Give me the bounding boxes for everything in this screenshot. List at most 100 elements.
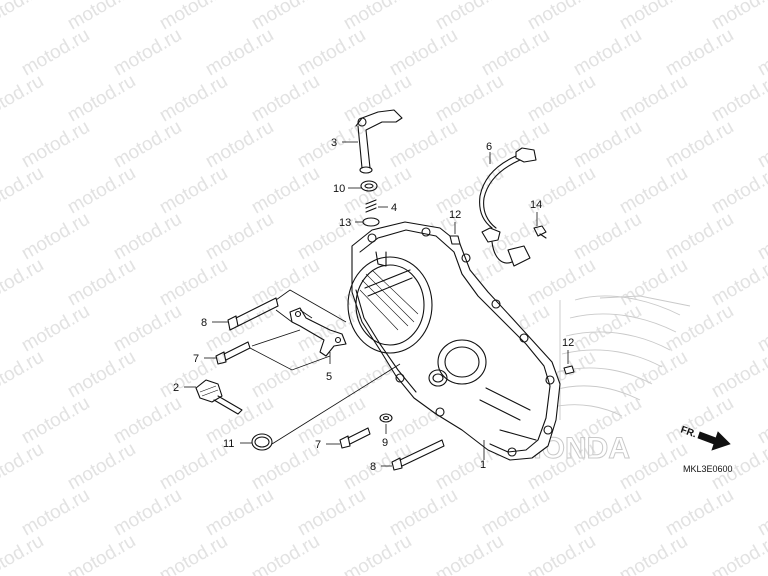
- sensor-wire-harness: [479, 147, 537, 267]
- watermark-text: motod.ru: [662, 117, 737, 173]
- watermark-text: motod.ru: [110, 117, 185, 173]
- watermark-text: motod.ru: [662, 485, 737, 541]
- watermark-text: motod.ru: [754, 117, 768, 173]
- oil-seal: [360, 180, 378, 192]
- watermark-text: motod.ru: [18, 301, 93, 357]
- dowel-pin-upper: [449, 235, 461, 245]
- watermark-text: motod.ru: [0, 439, 47, 495]
- watermark-text: motod.ru: [294, 25, 369, 81]
- callout-11: 11: [223, 438, 234, 450]
- callout-10: 10: [333, 183, 345, 195]
- watermark-text: motod.ru: [64, 71, 139, 127]
- watermark-text: motod.ru: [18, 117, 93, 173]
- watermark-text: motod.ru: [202, 485, 277, 541]
- right-crankcase-cover: [347, 221, 561, 461]
- watermark-text: motod.ru: [432, 163, 507, 219]
- watermark-text: motod.ru: [0, 255, 47, 311]
- watermark-text: motod.ru: [0, 71, 47, 127]
- flange-bolt-8-lower: [391, 439, 445, 471]
- watermark-text: motod.ru: [248, 255, 323, 311]
- watermark-text: motod.ru: [340, 163, 415, 219]
- watermark-text: motod.ru: [662, 25, 737, 81]
- callout-5: 5: [326, 371, 332, 383]
- watermark-text: motod.ru: [662, 209, 737, 265]
- watermark-text: motod.ru: [0, 117, 1, 173]
- watermark-text: motod.ru: [110, 393, 185, 449]
- watermark-text: motod.ru: [754, 25, 768, 81]
- callout-12-lower: 12: [562, 337, 574, 349]
- watermark-text: motod.ru: [386, 117, 461, 173]
- watermark-text: motod.ru: [248, 347, 323, 403]
- watermark-text: motod.ru: [708, 255, 768, 311]
- forward-direction-indicator: FR.: [679, 424, 731, 451]
- callout-1: 1: [480, 459, 486, 471]
- return-spring: [365, 199, 377, 213]
- oil-level-dipstick: [195, 379, 243, 415]
- watermark-text: motod.ru: [0, 301, 1, 357]
- watermark-text: motod.ru: [708, 0, 768, 34]
- watermark-text: motod.ru: [754, 209, 768, 265]
- watermark-text: motod.ru: [64, 163, 139, 219]
- watermark-text: motod.ru: [202, 301, 277, 357]
- cable-bracket: [289, 307, 347, 357]
- watermark-text: motod.ru: [616, 255, 691, 311]
- callout-6: 6: [486, 141, 492, 153]
- watermark-text: motod.ru: [340, 71, 415, 127]
- callout-2: 2: [173, 382, 179, 394]
- leader-lines: [184, 141, 569, 467]
- clutch-lifter-arm: [355, 109, 403, 174]
- watermark-text: motod.ru: [708, 531, 768, 576]
- flange-bolt-7-lower: [339, 427, 371, 449]
- watermark-text: motod.ru: [0, 209, 1, 265]
- watermark-text: motod.ru: [340, 531, 415, 576]
- watermark-text: motod.ru: [156, 439, 231, 495]
- watermark-text: motod.ru: [0, 25, 1, 81]
- watermark-text: motod.ru: [570, 485, 645, 541]
- watermark-text: motod.ru: [386, 485, 461, 541]
- watermark-text: motod.ru: [432, 531, 507, 576]
- watermark-text: motod.ru: [0, 0, 47, 34]
- watermark-text: motod.ru: [478, 485, 553, 541]
- watermark-text: motod.ru: [110, 301, 185, 357]
- callout-8-upper: 8: [201, 317, 207, 329]
- callout-7-upper: 7: [193, 353, 199, 365]
- watermark-text: motod.ru: [110, 209, 185, 265]
- sealing-washer: [379, 413, 393, 423]
- watermark-text: motod.ru: [202, 25, 277, 81]
- watermark-text: motod.ru: [64, 439, 139, 495]
- bolt-14: [533, 225, 547, 239]
- watermark-text: motod.ru: [478, 25, 553, 81]
- watermark-text: motod.ru: [18, 209, 93, 265]
- callout-13: 13: [339, 217, 351, 229]
- watermark-text: motod.ru: [616, 71, 691, 127]
- watermark-text: motod.ru: [248, 71, 323, 127]
- watermark-text: motod.ru: [64, 531, 139, 576]
- callout-12-upper: 12: [449, 209, 461, 221]
- forward-arrow-icon: [697, 431, 731, 451]
- watermark-text: motod.ru: [524, 531, 599, 576]
- watermark-text: motod.ru: [202, 209, 277, 265]
- watermark-text: motod.ru: [0, 531, 47, 576]
- callout-4: 4: [391, 202, 397, 214]
- watermark-text: motod.ru: [662, 301, 737, 357]
- watermark-text: motod.ru: [18, 485, 93, 541]
- watermark-text: motod.ru: [156, 71, 231, 127]
- watermark-text: motod.ru: [570, 209, 645, 265]
- watermark-text: motod.ru: [18, 25, 93, 81]
- watermark-text: motod.ru: [294, 485, 369, 541]
- watermark-text: motod.ru: [0, 163, 47, 219]
- watermark-text: motod.ru: [708, 163, 768, 219]
- watermark-text: motod.ru: [0, 393, 1, 449]
- watermark-text: motod.ru: [0, 347, 47, 403]
- watermark-text: motod.ru: [156, 255, 231, 311]
- watermark-text: motod.ru: [156, 531, 231, 576]
- watermark-text: motod.ru: [432, 71, 507, 127]
- watermark-text: motod.ru: [248, 531, 323, 576]
- watermark-text: motod.ru: [110, 485, 185, 541]
- watermark-text: motod.ru: [524, 71, 599, 127]
- watermark-text: motod.ru: [570, 301, 645, 357]
- diagram-code: MKL3E0600: [683, 464, 733, 474]
- watermark-text: motod.ru: [386, 25, 461, 81]
- watermark-text: motod.ru: [0, 485, 1, 541]
